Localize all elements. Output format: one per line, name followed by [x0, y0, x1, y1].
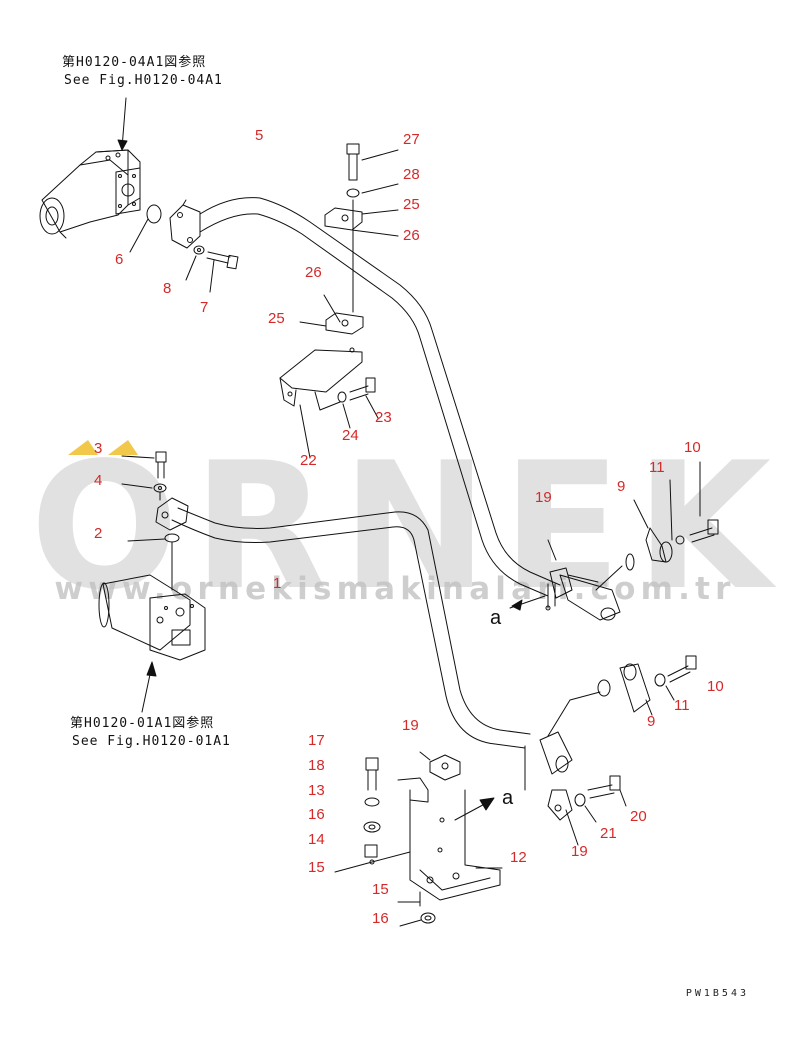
callout-28: 28 — [403, 166, 420, 183]
callout-16-upper: 16 — [308, 806, 325, 823]
callout-22: 22 — [300, 452, 317, 469]
callout-11-lower: 11 — [674, 697, 690, 714]
callout-15-lower: 15 — [372, 881, 389, 898]
callout-8: 8 — [163, 280, 172, 297]
callout-25-lower: 25 — [268, 310, 285, 327]
callout-19-lower: 19 — [571, 843, 588, 860]
callout-13: 13 — [308, 782, 325, 799]
reference-top-jp: 第H0120-04A1図参照 — [62, 55, 207, 70]
callout-18: 18 — [308, 757, 325, 774]
flange-top — [169, 199, 239, 293]
callout-26-lower: 26 — [305, 264, 322, 281]
valve-block-bottom — [98, 533, 206, 713]
callout-19-middle: 19 — [402, 717, 419, 734]
watermark-accent-right — [108, 440, 138, 455]
view-marker-a-lower: a — [502, 787, 514, 809]
callout-27: 27 — [403, 131, 420, 148]
callout-15-upper: 15 — [308, 859, 325, 876]
callout-14: 14 — [308, 831, 325, 848]
callout-2: 2 — [94, 525, 103, 542]
callout-26-upper: 26 — [403, 227, 420, 244]
clamp-top — [279, 143, 399, 459]
callout-9-lower: 9 — [647, 713, 656, 730]
watermark-accent-left — [68, 440, 98, 455]
watermark-url: www.ornekismakinalari.com.tr — [54, 571, 736, 607]
reference-bottom-jp: 第H0120-01A1図参照 — [70, 716, 215, 731]
pipe-5 — [199, 197, 561, 597]
callout-7: 7 — [200, 299, 209, 316]
callout-23: 23 — [375, 409, 392, 426]
valve-block-top — [39, 97, 162, 253]
reference-bottom-en: See Fig.H0120-01A1 — [72, 734, 231, 749]
callout-19-upper: 19 — [535, 489, 552, 506]
callout-9-upper: 9 — [617, 478, 626, 495]
callout-10-upper: 10 — [684, 439, 701, 456]
callout-5: 5 — [255, 127, 264, 144]
callout-4: 4 — [94, 472, 103, 489]
callout-20: 20 — [630, 808, 647, 825]
callout-16-lower: 16 — [372, 910, 389, 927]
pipe-1 — [171, 507, 531, 749]
callout-1: 1 — [273, 575, 282, 592]
bracket-12 — [334, 751, 503, 927]
split-flange-upper — [509, 461, 719, 621]
callout-11-upper: 11 — [649, 459, 665, 476]
callout-24: 24 — [342, 427, 359, 444]
view-marker-a-upper: a — [490, 607, 502, 629]
callout-12: 12 — [510, 849, 527, 866]
callout-3: 3 — [94, 440, 103, 457]
flange-left — [121, 451, 189, 531]
callout-17: 17 — [308, 732, 325, 749]
split-flange-lower — [524, 655, 697, 846]
callout-21: 21 — [600, 825, 617, 842]
callout-10-lower: 10 — [707, 678, 724, 695]
callout-25-upper: 25 — [403, 196, 420, 213]
reference-top-en: See Fig.H0120-04A1 — [64, 73, 223, 88]
callout-6: 6 — [115, 251, 124, 268]
drawing-code: PW1B543 — [685, 988, 749, 999]
